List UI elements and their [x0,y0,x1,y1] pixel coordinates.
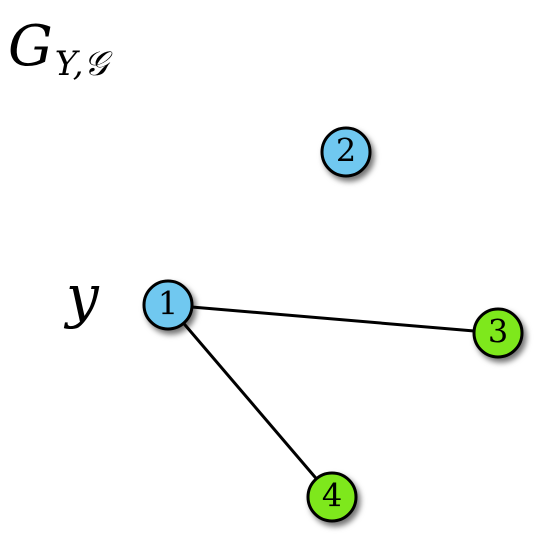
node-1: 1 [142,279,194,331]
node-4: 4 [306,471,358,523]
nodes-layer: 1 2 3 4 [142,126,524,523]
graph-title-main: G [8,14,53,79]
node-3-circle [472,307,524,359]
node-1-annotation: y [66,262,99,330]
node-1-circle [142,279,194,331]
node-1-label: 1 [158,285,178,323]
node-3: 3 [472,307,524,359]
graph-title-subscript: Y,𝒢 [54,44,108,84]
edge-1-4 [166,304,334,498]
node-3-label: 3 [488,313,508,351]
node-2: 2 [320,126,372,178]
node-2-circle [320,126,372,178]
node-2-label: 2 [336,132,356,170]
edges-layer [166,303,499,498]
node-4-circle [306,471,358,523]
graph-title: GY,𝒢 [8,14,108,84]
edge-1-3 [167,303,499,335]
node-4-label: 4 [322,477,342,515]
